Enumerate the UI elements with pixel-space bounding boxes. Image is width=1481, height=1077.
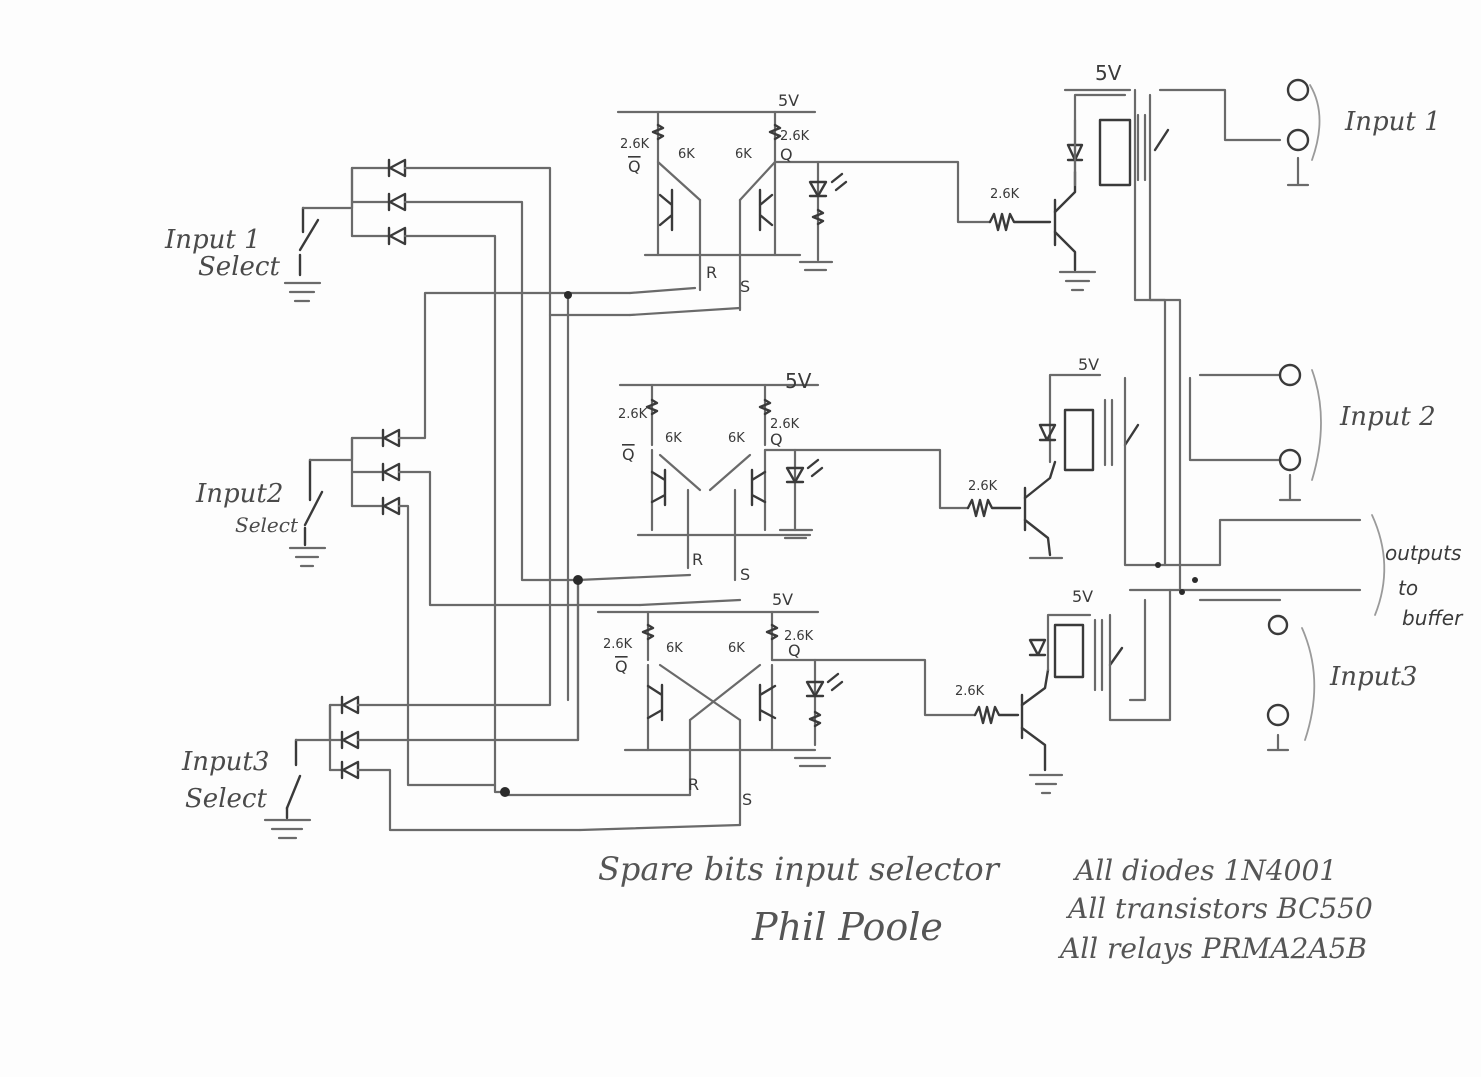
ff3-r-cross-left: 6K [666,641,683,656]
input3-group-label: Input3 [1329,662,1417,692]
drv1-supply-label: 5V [1095,61,1122,85]
driver-labels: 2.6K 5V 2.6K 5V 2.6K 5V [955,61,1122,699]
input2-select-label: Input2 [195,479,283,509]
ff3-set-label: S [742,790,752,809]
input2-group-label: Input 2 [1339,402,1436,432]
note-diodes: All diodes 1N4001 [1072,854,1337,887]
outputs-label-2: to [1398,576,1418,600]
ff1-r-cross-left: 6K [678,147,695,162]
ff1-set-label: S [740,277,750,296]
junction-dots [500,291,583,797]
ff2-q-label: Q [770,430,783,449]
switch-labels: Input 1 Select Input2 Select Input3 Sele… [164,225,299,814]
outputs-label-3: buffer [1402,606,1464,630]
input1-diode-bank [350,158,407,246]
ff3-q-label: Q [788,641,801,660]
input2-select-switch [288,436,354,568]
input1-select-sub: Select [198,252,280,282]
jack-group-labels: Input 1 Input 2 Input3 outputs to buffer [1329,107,1464,692]
ff2-r-cross-right: 6K [728,431,745,446]
input3-select-label: Input3 [181,747,269,777]
output-bus-dots [1155,562,1198,595]
ff1-supply-label: 5V [778,91,799,110]
relay-driver-2 [966,373,1140,560]
ff3-reset-label: R [688,775,699,794]
relay-driver-3 [973,613,1124,795]
ff1-qbar-label: Q [628,157,641,176]
outputs-label-1: outputs [1385,541,1461,565]
ff1-r-left: 2.6K [620,137,650,152]
drv2-resistor-label: 2.6K [968,479,998,494]
drv3-resistor-label: 2.6K [955,684,985,699]
output-bus [1108,88,1362,722]
input3-diode-bank [328,695,360,780]
drv3-supply-label: 5V [1072,587,1093,606]
input2-diode-bank [350,428,401,516]
flipflop-3 [596,610,977,827]
input3-select-sub: Select [185,784,267,814]
ff2-r-right: 2.6K [770,417,800,432]
input1-select-label: Input 1 [164,225,261,255]
flipflop-2 [618,383,970,582]
input1-select-switch [283,166,354,303]
ff3-r-right: 2.6K [784,629,814,644]
note-relays: All relays PRMA2A5B [1057,932,1367,965]
ff3-r-cross-right: 6K [728,641,745,656]
ff3-qbar-label: Q [615,657,628,676]
ff3-supply-label: 5V [772,590,793,609]
input2-select-sub: Select [235,513,299,537]
ff1-q-label: Q [780,145,793,164]
ff3-r-left: 2.6K [603,637,633,652]
ff2-reset-label: R [692,550,703,569]
note-transistors: All transistors BC550 [1065,892,1373,925]
title-line2: Phil Poole [751,905,943,949]
input3-select-switch [263,703,332,840]
input-jacks [1266,78,1386,752]
ff1-r-cross-right: 6K [735,147,752,162]
ff2-supply-label: 5V [785,369,812,393]
input1-group-label: Input 1 [1344,107,1441,137]
ff2-qbar-label: Q [622,445,635,464]
relay-driver-1 [988,88,1170,292]
drv2-supply-label: 5V [1078,355,1099,374]
ff2-r-left: 2.6K [618,407,648,422]
title-line1: Spare bits input selector [598,850,1001,888]
parts-notes: All diodes 1N4001 All transistors BC550 … [1057,854,1373,965]
drv1-resistor-label: 2.6K [990,187,1020,202]
flipflop-labels: 5V 2.6K 2.6K 6K 6K Q Q R S 5V 2.6K 2.6K … [603,91,814,809]
ff1-r-right: 2.6K [780,129,810,144]
cross-wiring [356,166,742,832]
ff2-r-cross-left: 6K [665,431,682,446]
ff1-reset-label: R [706,263,717,282]
flipflop-1 [616,110,992,312]
title-block: Spare bits input selector Phil Poole [598,850,1001,949]
ff2-set-label: S [740,565,750,584]
